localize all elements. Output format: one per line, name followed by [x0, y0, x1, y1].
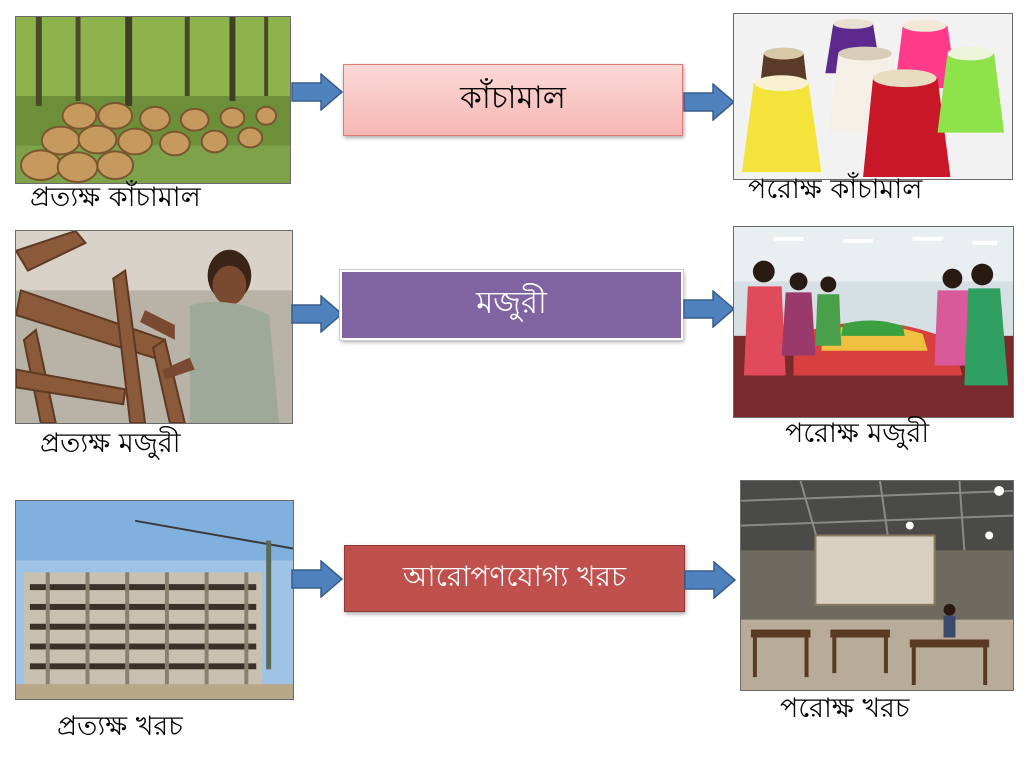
- timber-logs-photo: [15, 16, 291, 184]
- arrow-to-labor-box: [291, 295, 343, 333]
- garment-workers-photo: [733, 226, 1014, 418]
- overhead-box: আরোপণযোগ্য খরচ: [344, 545, 685, 612]
- building-construction-photo: [15, 500, 294, 700]
- direct-materials-caption: প্রত্যক্ষ কাঁচামাল: [30, 182, 201, 213]
- carpenter-working-photo: [15, 230, 293, 424]
- direct-overhead-caption: প্রত্যক্ষ খরচ: [57, 711, 183, 742]
- arrow-from-overhead-box: [684, 561, 736, 599]
- factory-floor-photo: [740, 480, 1014, 691]
- arrow-from-labor-box: [683, 290, 735, 328]
- thread-spools-photo: [733, 13, 1013, 180]
- indirect-overhead-caption: পরোক্ষ খরচ: [780, 693, 910, 724]
- arrow-to-overhead-box: [291, 560, 343, 598]
- indirect-labor-caption: পরোক্ষ মজুরী: [785, 418, 930, 449]
- arrow-from-materials-box: [683, 83, 735, 121]
- labor-label: মজুরী: [476, 285, 547, 321]
- labor-box: মজুরী: [339, 269, 684, 341]
- arrow-to-materials-box: [291, 73, 343, 111]
- materials-box: কাঁচামাল: [343, 64, 683, 136]
- direct-labor-caption: প্রত্যক্ষ মজুরী: [40, 428, 181, 459]
- materials-label: কাঁচামাল: [460, 80, 566, 116]
- overhead-label: আরোপণযোগ্য খরচ: [402, 560, 627, 593]
- indirect-materials-caption: পরোক্ষ কাঁচামাল: [748, 174, 923, 205]
